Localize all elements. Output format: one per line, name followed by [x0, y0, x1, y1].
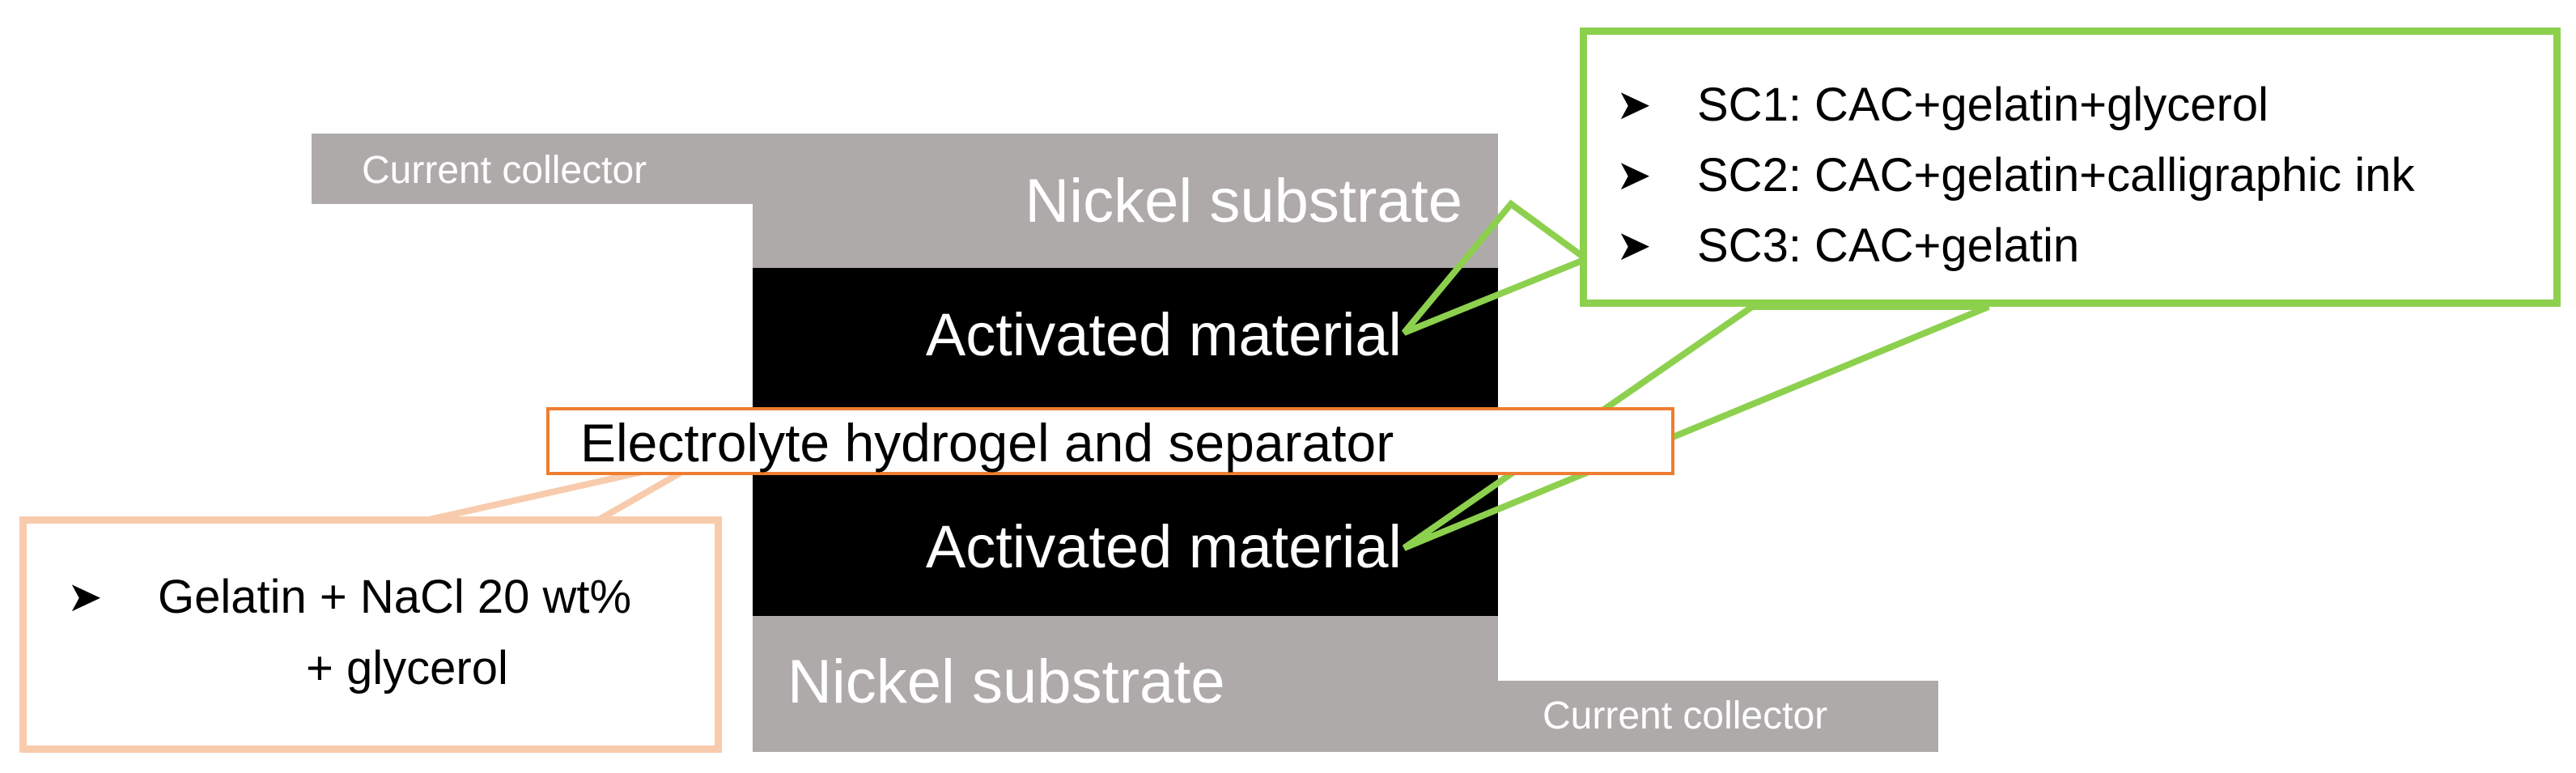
arrowhead-bullet-icon: ➤	[1616, 82, 1652, 129]
peach-callout-line-1: Gelatin + NaCl 20 wt%	[158, 571, 632, 623]
green-callout-item-text: SC2: CAC+gelatin+calligraphic ink	[1697, 149, 2415, 202]
peach-callout-line-2: + glycerol	[306, 642, 508, 694]
bottom-nickel-substrate-label: Nickel substrate	[787, 648, 1225, 716]
peach-callout-box: ➤ Gelatin + NaCl 20 wt% + glycerol	[19, 516, 722, 753]
green-pointer-top	[1401, 199, 1594, 336]
peach-callout-item: ➤ Gelatin + NaCl 20 wt%	[67, 574, 631, 621]
green-callout-item-3: ➤ SC3: CAC+gelatin	[1616, 223, 2079, 270]
top-current-collector: Current collector	[312, 134, 761, 204]
green-callout-item-2: ➤ SC2: CAC+gelatin+calligraphic ink	[1616, 152, 2415, 199]
green-callout-item-text: SC3: CAC+gelatin	[1697, 219, 2080, 272]
bottom-nickel-substrate: Nickel substrate	[753, 616, 1498, 752]
top-activated-material-label: Activated material	[925, 301, 1402, 368]
arrowhead-bullet-icon: ➤	[67, 574, 103, 621]
top-nickel-substrate-label: Nickel substrate	[1025, 167, 1462, 236]
top-activated-material: Activated material	[753, 268, 1498, 410]
green-callout-item-1: ➤ SC1: CAC+gelatin+glycerol	[1616, 82, 2268, 129]
bottom-current-collector-label: Current collector	[1543, 694, 1828, 737]
bottom-activated-material: Activated material	[753, 475, 1498, 616]
electrolyte-label: Electrolyte hydrogel and separator	[580, 413, 1394, 473]
arrowhead-bullet-icon: ➤	[1616, 223, 1652, 270]
bottom-current-collector: Current collector	[1494, 681, 1938, 752]
bottom-activated-material-label: Activated material	[925, 513, 1402, 580]
electrolyte-label-box: Electrolyte hydrogel and separator	[546, 407, 1674, 475]
green-callout-item-text: SC1: CAC+gelatin+glycerol	[1697, 79, 2269, 131]
top-nickel-substrate: Nickel substrate	[753, 134, 1498, 268]
top-current-collector-label: Current collector	[362, 149, 647, 192]
arrowhead-bullet-icon: ➤	[1616, 152, 1652, 199]
green-callout-box: ➤ SC1: CAC+gelatin+glycerol ➤ SC2: CAC+g…	[1580, 28, 2561, 307]
